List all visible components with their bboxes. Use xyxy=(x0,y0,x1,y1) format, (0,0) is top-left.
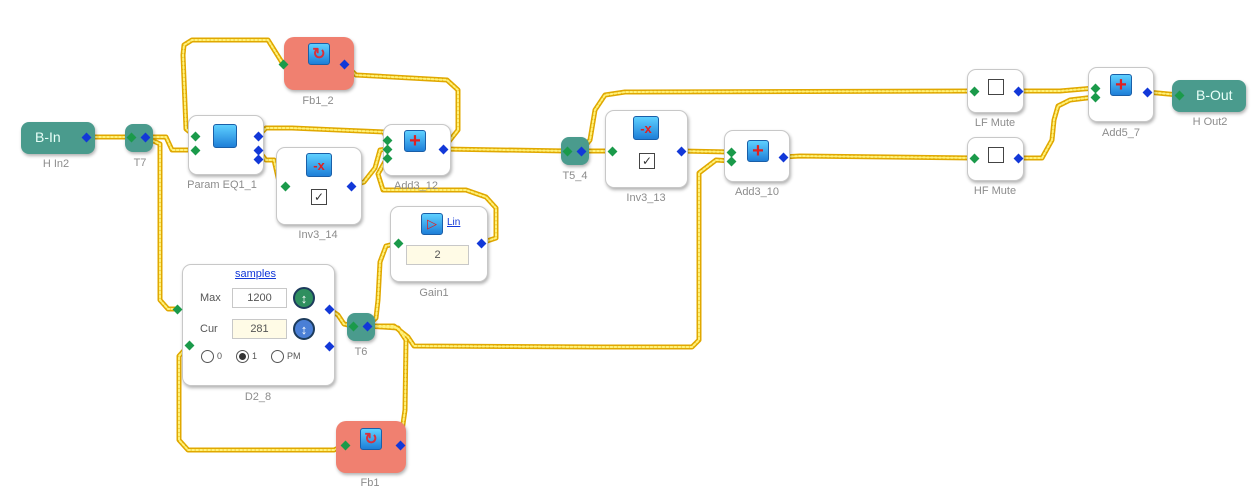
block-label-t7: T7 xyxy=(133,157,147,169)
wire-path-highlight xyxy=(442,148,568,152)
delay-max-field[interactable]: 1200 xyxy=(232,288,287,308)
invert-block-inv3-13[interactable]: -x ✓ xyxy=(605,110,688,188)
block-label-h-out2: H Out2 xyxy=(1192,116,1228,128)
block-label-fb1-2: Fb1_2 xyxy=(302,95,334,107)
loop-arrow-icon: ↻ xyxy=(308,43,330,65)
gain-value-field[interactable]: 2 xyxy=(406,245,469,265)
delay-cur-knob-icon[interactable]: ↕ xyxy=(293,318,315,340)
block-label-param-eq: Param EQ1_1 xyxy=(187,179,257,191)
plus-icon: + xyxy=(404,130,426,152)
plus-icon: + xyxy=(1110,74,1132,96)
delay-radio-1[interactable] xyxy=(236,350,249,363)
input-block-title: B-In xyxy=(35,129,61,145)
amplifier-triangle-icon: ▷ xyxy=(421,213,443,235)
wire-path-highlight xyxy=(144,136,178,310)
delay-radio-pm[interactable] xyxy=(271,350,284,363)
block-label-hf-mute: HF Mute xyxy=(973,185,1017,197)
block-label-add5-7: Add5_7 xyxy=(1102,127,1140,139)
invert-icon: -x xyxy=(306,153,332,177)
gain-scale-link[interactable]: Lin xyxy=(447,217,461,228)
invert-icon: -x xyxy=(633,116,659,140)
delay-cur-field[interactable]: 281 xyxy=(232,319,287,339)
wire-path-highlight xyxy=(178,344,346,451)
adder-block-add5-7[interactable]: + xyxy=(1088,67,1154,122)
block-label-inv3-13: Inv3_13 xyxy=(626,192,666,204)
wire-path xyxy=(1015,94,1098,161)
param-eq-block[interactable] xyxy=(188,115,264,175)
gain-block[interactable]: ▷ Lin 2 xyxy=(390,206,488,282)
delay-cur-label: Cur xyxy=(200,323,218,335)
delay-radio-0-label: 0 xyxy=(217,351,223,361)
wire-path-highlight xyxy=(1017,87,1096,92)
block-label-add3-12: Add3_12 xyxy=(393,180,439,192)
delay-block-d2-8[interactable]: samples Max 1200 ↕ Cur 281 ↕ 0 1 PM xyxy=(182,264,335,386)
block-label-h-in2: H In2 xyxy=(42,158,70,170)
invert-icon-text: -x xyxy=(640,120,652,136)
invert-checkbox[interactable]: ✓ xyxy=(311,189,327,205)
block-label-fb1: Fb1 xyxy=(360,477,380,489)
output-block-title: B-Out xyxy=(1196,87,1233,103)
wire-path-highlight xyxy=(144,136,196,151)
block-label-d2-8: D2_8 xyxy=(244,391,272,403)
output-block-h-out2[interactable]: B-Out xyxy=(1172,80,1246,112)
block-label-t5-4: T5_4 xyxy=(562,170,588,182)
loop-arrow-icon: ↻ xyxy=(360,428,382,450)
delay-radio-pm-label: PM xyxy=(287,351,301,361)
plus-icon: + xyxy=(747,140,769,162)
filter-icon xyxy=(213,124,237,148)
wire-path-highlight xyxy=(343,63,459,150)
delay-max-knob-icon[interactable]: ↕ xyxy=(293,287,315,309)
wire-path-highlight xyxy=(1017,96,1096,159)
delay-radio-1-label: 1 xyxy=(252,351,258,361)
invert-checkbox[interactable]: ✓ xyxy=(639,153,655,169)
block-label-add3-10: Add3_10 xyxy=(734,186,780,198)
mute-checkbox-hf[interactable] xyxy=(988,147,1004,163)
block-label-t6: T6 xyxy=(354,346,368,358)
block-label-inv3-14: Inv3_14 xyxy=(298,229,338,241)
wire-path-highlight xyxy=(377,157,497,244)
wire-path-highlight xyxy=(182,39,284,137)
mute-checkbox-lf[interactable] xyxy=(988,79,1004,95)
delay-radio-0[interactable] xyxy=(201,350,214,363)
block-label-lf-mute: LF Mute xyxy=(974,117,1016,129)
wire-path-highlight xyxy=(366,325,407,446)
delay-unit-link[interactable]: samples xyxy=(235,268,276,280)
feedback-block-fb1[interactable]: ↻ xyxy=(336,421,406,473)
delay-max-label: Max xyxy=(200,292,221,304)
wire-path xyxy=(142,134,180,312)
block-label-gain1: Gain1 xyxy=(419,287,449,299)
invert-icon-text: -x xyxy=(313,157,325,173)
wire-path-highlight xyxy=(680,150,732,153)
